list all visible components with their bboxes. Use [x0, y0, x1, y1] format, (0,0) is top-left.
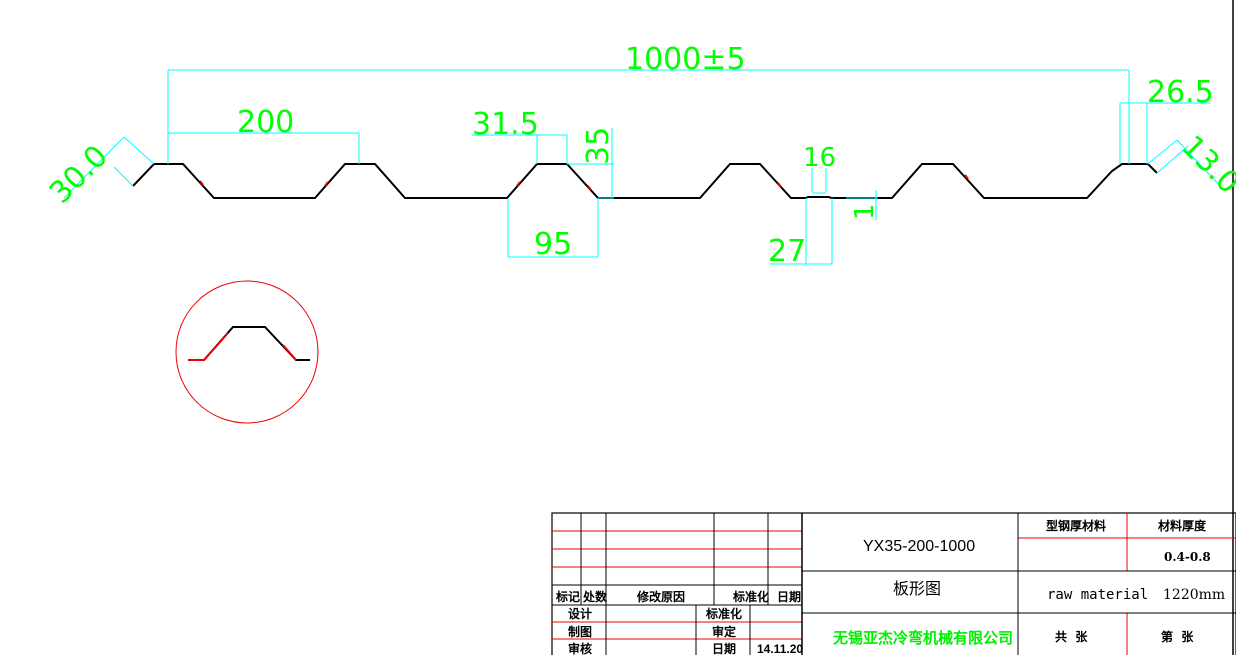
dim-base-width: 95 — [534, 227, 572, 262]
detail-circle — [175, 280, 319, 424]
model-number: YX35-200-1000 — [863, 538, 975, 555]
detail-bend-mark — [282, 344, 297, 361]
rev-header-date: 日期 — [777, 589, 801, 604]
dimension-lines — [63, 69, 1224, 265]
rev-header-reason: 修改原因 — [636, 589, 685, 604]
panel-profile — [132, 163, 1158, 199]
label-date: 日期 — [712, 641, 736, 655]
label-approve: 审定 — [712, 624, 736, 639]
drawing-name: 板形图 — [893, 579, 941, 598]
date-value: 14.11.20 — [757, 642, 803, 655]
dim-edge-crest: 26.5 — [1147, 75, 1214, 110]
dim-pitch: 200 — [237, 105, 294, 140]
rev-header-mark: 标记 — [555, 589, 580, 604]
company-name: 无锡亚杰冷弯机械有限公司 — [832, 629, 1013, 647]
dim-right-lap: 13.0 — [1174, 129, 1236, 201]
thickness-label: 材料厚度 — [1157, 518, 1207, 533]
dim-overall-width: 1000±5 — [625, 42, 746, 77]
dim-height: 35 — [581, 127, 616, 165]
label-drawing: 制图 — [568, 624, 592, 639]
label-standard: 标准化 — [705, 606, 742, 621]
dim-stiffener-base: 27 — [768, 234, 806, 269]
sheet-number: 第 张 — [1161, 629, 1194, 644]
detail-profile-highlight — [188, 332, 229, 361]
rev-header-count: 处数 — [582, 589, 608, 604]
sheets-total: 共 张 — [1055, 629, 1088, 644]
raw-material-label: raw material — [1047, 587, 1148, 603]
raw-material-value: 1220mm — [1163, 587, 1225, 603]
dim-left-lap: 30.0 — [43, 139, 115, 211]
title-block — [551, 512, 1236, 655]
profile-bend-marks — [199, 174, 969, 191]
label-design: 设计 — [568, 606, 592, 621]
thickness-value: 0.4-0.8 — [1164, 550, 1211, 564]
rev-header-standard: 标准化 — [732, 589, 769, 604]
dim-stiffener-width: 16 — [803, 143, 836, 173]
label-review: 审核 — [568, 641, 592, 655]
dim-crest-width: 31.5 — [472, 107, 539, 142]
material-label: 型钢厚材料 — [1046, 518, 1106, 533]
dim-stiffener-depth: 1 — [850, 203, 880, 220]
